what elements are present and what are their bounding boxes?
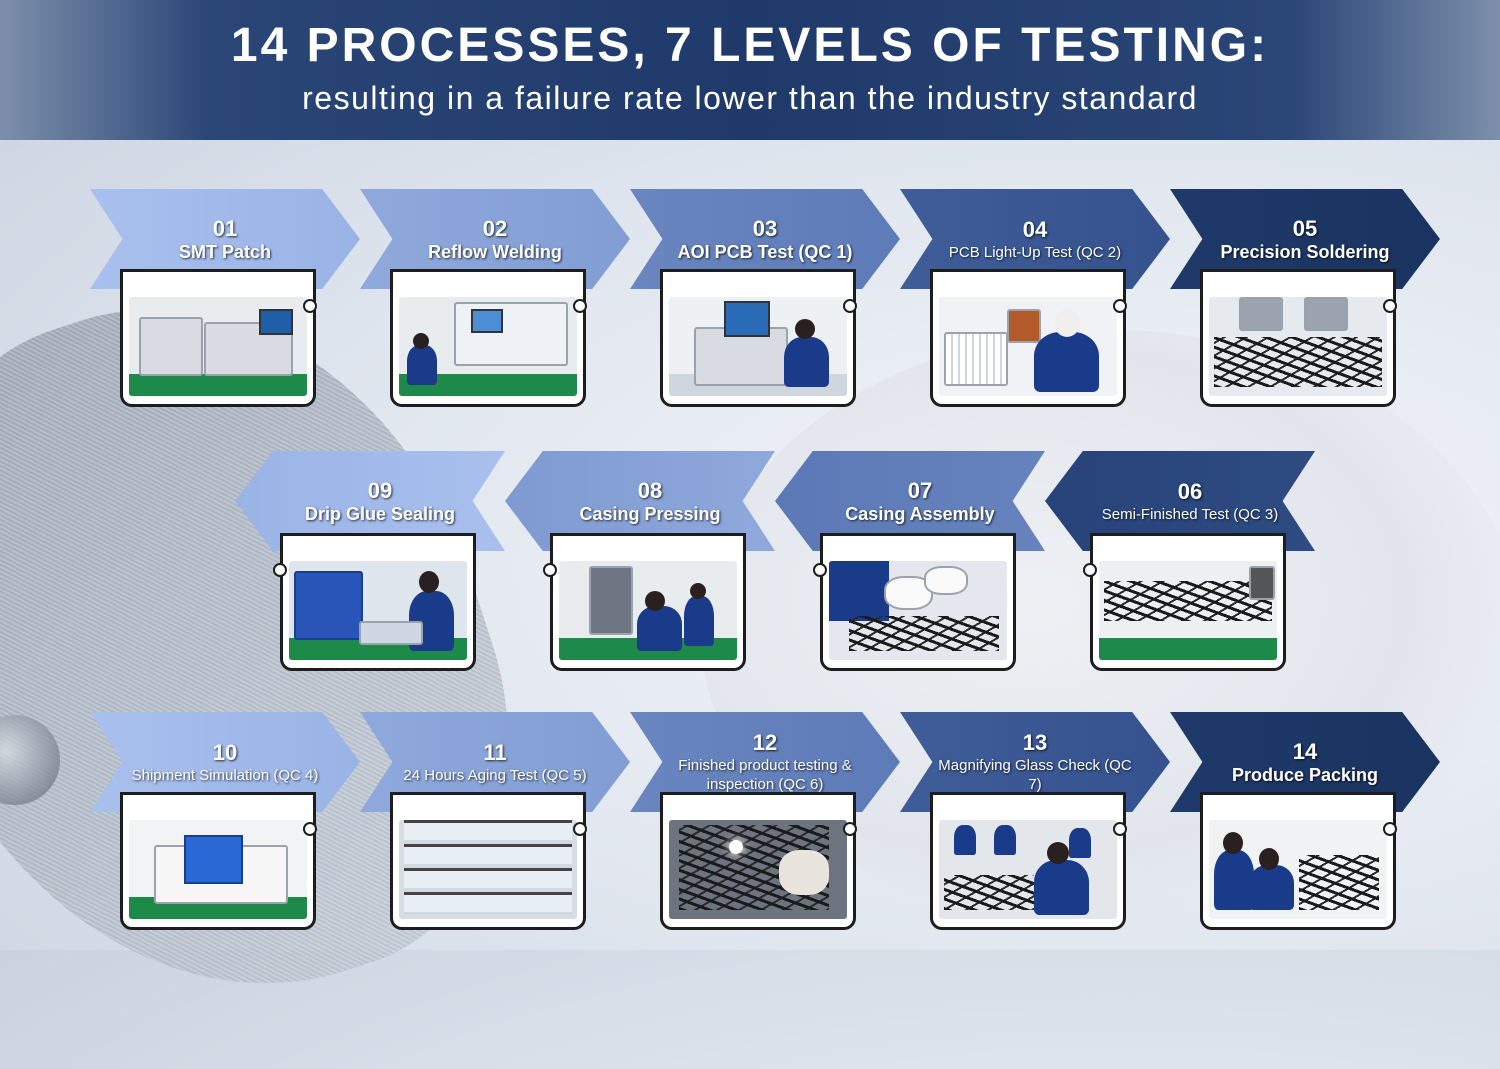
smt-machine-photo: [129, 297, 307, 396]
step-photo-frame: [660, 792, 856, 930]
step-number: 01: [212, 216, 238, 241]
process-step-11: 11 24 Hours Aging Test (QC 5): [360, 712, 630, 942]
process-step-05: 05 Precision Soldering: [1170, 189, 1440, 419]
page-title: 14 PROCESSES, 7 LEVELS OF TESTING:: [230, 19, 1270, 72]
process-step-01: 01 SMT Patch: [90, 189, 360, 419]
step-number: 06: [1177, 478, 1203, 504]
step-number: 02: [482, 216, 508, 241]
step-label: SMT Patch: [178, 242, 271, 262]
step-photo-frame: [120, 269, 316, 407]
connector-dot: [273, 563, 287, 577]
connector-dot: [1383, 299, 1397, 313]
connector-dot: [543, 563, 557, 577]
magnifier-check-photo: [939, 820, 1117, 919]
step-label: Drip Glue Sealing: [304, 504, 456, 524]
shipment-simulation-photo: [129, 820, 307, 919]
step-photo-frame: [550, 533, 746, 671]
process-step-08: 08 Casing Pressing: [505, 451, 775, 681]
step-photo-frame: [1200, 792, 1396, 930]
step-photo-frame: [660, 269, 856, 407]
step-label: Casing Pressing: [579, 504, 721, 524]
page-subtitle: resulting in a failure rate lower than t…: [302, 80, 1198, 116]
step-number: 04: [1022, 216, 1048, 242]
step-photo-frame: [390, 792, 586, 930]
step-label: Shipment Simulation (QC 4): [131, 766, 319, 784]
connector-dot: [1383, 822, 1397, 836]
process-step-02: 02 Reflow Welding: [360, 189, 630, 419]
step-number: 11: [483, 739, 507, 765]
process-step-14: 14 Produce Packing: [1170, 712, 1440, 942]
process-step-07: 07 Casing Assembly: [775, 451, 1045, 681]
step-photo-frame: [930, 792, 1126, 930]
reflow-oven-photo: [399, 297, 577, 396]
casing-assembly-photo: [829, 561, 1007, 660]
step-number: 08: [637, 478, 663, 503]
step-label: Reflow Welding: [428, 242, 562, 262]
connector-dot: [303, 299, 317, 313]
step-label: AOI PCB Test (QC 1): [677, 242, 853, 262]
step-number: 03: [752, 216, 778, 241]
step-label: Finished product testing & inspection (Q…: [678, 757, 852, 793]
step-number: 07: [907, 478, 933, 503]
step-number: 14: [1292, 739, 1318, 764]
step-label: Precision Soldering: [1220, 242, 1390, 262]
aoi-station-photo: [669, 297, 847, 396]
step-label: Casing Assembly: [845, 504, 995, 524]
process-step-10: 10 Shipment Simulation (QC 4): [90, 712, 360, 942]
connector-dot: [1113, 299, 1127, 313]
step-label: Magnifying Glass Check (QC 7): [938, 757, 1132, 793]
step-label: 24 Hours Aging Test (QC 5): [403, 766, 587, 784]
step-number: 10: [212, 739, 238, 765]
connector-dot: [1083, 563, 1097, 577]
step-label: Semi-Finished Test (QC 3): [1101, 505, 1279, 523]
process-step-06: 06 Semi-Finished Test (QC 3): [1045, 451, 1315, 681]
step-label: Produce Packing: [1231, 765, 1379, 785]
connector-dot: [303, 822, 317, 836]
soldering-robot-photo: [1209, 297, 1387, 396]
aging-test-photo: [399, 820, 577, 919]
glue-sealing-photo: [289, 561, 467, 660]
connector-dot: [813, 563, 827, 577]
header-banner: 14 PROCESSES, 7 LEVELS OF TESTING: resul…: [0, 0, 1500, 140]
step-photo-frame: [820, 533, 1016, 671]
step-photo-frame: [390, 269, 586, 407]
step-photo-frame: [120, 792, 316, 930]
process-step-13: 13 Magnifying Glass Check (QC 7): [900, 712, 1170, 942]
step-number: 09: [367, 478, 393, 503]
connector-dot: [843, 822, 857, 836]
step-photo-frame: [280, 533, 476, 671]
packing-photo: [1209, 820, 1387, 919]
step-number: 05: [1292, 216, 1318, 241]
pcb-lightup-photo: [939, 297, 1117, 396]
process-step-03: 03 AOI PCB Test (QC 1): [630, 189, 900, 419]
step-number: 12: [752, 730, 778, 755]
process-step-12: 12 Finished product testing & inspection…: [630, 712, 900, 942]
step-photo-frame: [1200, 269, 1396, 407]
step-label: PCB Light-Up Test (QC 2): [948, 243, 1122, 261]
process-step-04: 04 PCB Light-Up Test (QC 2): [900, 189, 1170, 419]
casing-pressing-photo: [559, 561, 737, 660]
process-step-09: 09 Drip Glue Sealing: [235, 451, 505, 681]
step-number: 13: [1022, 730, 1048, 755]
connector-dot: [573, 299, 587, 313]
connector-dot: [1113, 822, 1127, 836]
semi-finished-test-photo: [1099, 561, 1277, 660]
step-photo-frame: [1090, 533, 1286, 671]
step-photo-frame: [930, 269, 1126, 407]
finished-inspection-photo: [669, 820, 847, 919]
connector-dot: [573, 822, 587, 836]
connector-dot: [843, 299, 857, 313]
